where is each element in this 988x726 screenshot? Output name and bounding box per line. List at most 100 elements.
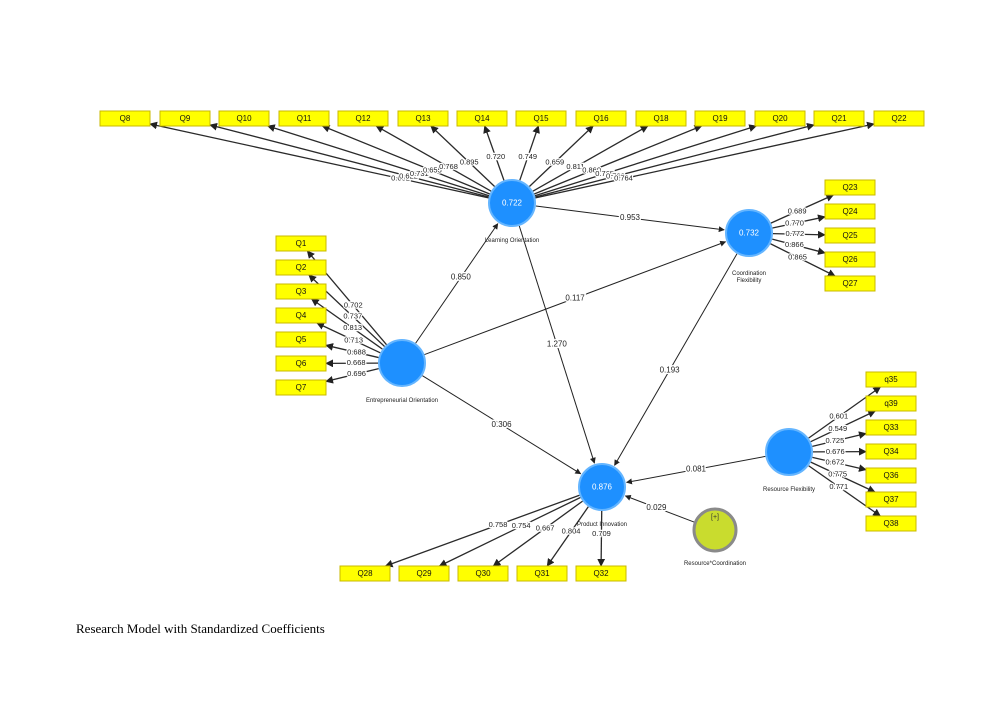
latent-name: Resource*Coordination bbox=[684, 561, 746, 567]
r-squared-value: 0.732 bbox=[739, 229, 760, 238]
indicator-label: Q16 bbox=[593, 114, 609, 123]
figure-caption: Research Model with Standardized Coeffic… bbox=[76, 621, 325, 636]
indicator-q38: Q38 bbox=[865, 515, 917, 532]
indicator-label: Q11 bbox=[297, 114, 312, 123]
indicator-label: Q15 bbox=[533, 114, 549, 123]
loading-arrow-q31 bbox=[546, 506, 589, 567]
indicator-q31: Q31 bbox=[516, 565, 568, 582]
indicator-q25: Q25 bbox=[824, 227, 876, 244]
loading-arrow-q20 bbox=[534, 124, 757, 197]
path-coefficient: 0.117 bbox=[565, 293, 585, 302]
path-entrepreneurial_orientation-to-learning_orientation bbox=[415, 223, 499, 344]
loading-arrow-q3 bbox=[310, 298, 383, 350]
loading-arrow-q23 bbox=[770, 194, 835, 224]
loading-arrow-q21 bbox=[535, 122, 815, 198]
indicator-q6: Q6 bbox=[275, 355, 327, 372]
path-coefficient: 0.850 bbox=[451, 273, 472, 282]
loading-value: 0.668 bbox=[347, 358, 366, 367]
indicator-box bbox=[159, 110, 211, 127]
indicator-box bbox=[813, 110, 865, 127]
loading-value: 0.813 bbox=[343, 323, 362, 332]
path-coefficient: 1.270 bbox=[547, 340, 568, 349]
indicator-label: Q27 bbox=[842, 279, 858, 288]
indicator-label: Q33 bbox=[883, 423, 899, 432]
loading-arrow-q11 bbox=[321, 125, 491, 195]
loading-arrow-q29 bbox=[438, 496, 581, 567]
loading-value: 0.737 bbox=[343, 311, 362, 320]
indicator-q30: Q30 bbox=[457, 565, 509, 582]
loading-value: 0.770 bbox=[785, 218, 804, 227]
indicator-box bbox=[865, 419, 917, 436]
loading-arrow-q15 bbox=[519, 125, 540, 181]
path-resource_coordination-to-product_innovation bbox=[624, 495, 695, 523]
indicator-box bbox=[694, 110, 746, 127]
loading-arrow-q36 bbox=[812, 456, 867, 472]
loading-value: 0.709 bbox=[592, 529, 611, 538]
indicator-box bbox=[824, 203, 876, 220]
indicator-label: q39 bbox=[884, 399, 898, 408]
loading-value: 0.749 bbox=[518, 152, 537, 161]
indicator-box bbox=[865, 395, 917, 412]
indicator-box bbox=[456, 110, 508, 127]
moderator-circle bbox=[692, 507, 738, 553]
loading-value: 0.655 bbox=[423, 166, 442, 175]
indicator-box bbox=[865, 515, 917, 532]
loading-arrow-q13 bbox=[430, 125, 496, 187]
latent-name: Product Innovation bbox=[577, 522, 627, 528]
loading-value: 0.622 bbox=[399, 171, 418, 180]
loading-value: 0.764 bbox=[614, 174, 633, 183]
indicator-label: Q34 bbox=[883, 447, 899, 456]
loading-value: 0.775 bbox=[828, 470, 847, 479]
indicator-q18: Q18 bbox=[635, 110, 687, 127]
indicator-label: Q30 bbox=[475, 569, 491, 578]
indicator-q27: Q27 bbox=[824, 275, 876, 292]
indicator-label: Q26 bbox=[842, 255, 858, 264]
indicator-box bbox=[275, 259, 327, 276]
indicator-label: q35 bbox=[884, 375, 898, 384]
latent-entrepreneurial-orientation: Entrepreneurial Orientation bbox=[366, 339, 438, 404]
loading-value: 0.771 bbox=[829, 482, 848, 491]
indicator-box bbox=[275, 307, 327, 324]
loading-arrow-q18 bbox=[532, 125, 649, 192]
indicator-label: Q22 bbox=[891, 114, 907, 123]
loading-value: 0.696 bbox=[347, 369, 366, 378]
latent-name: Resource Flexibility bbox=[763, 487, 815, 493]
indicator-label: Q7 bbox=[296, 383, 307, 392]
indicator-q2: Q2 bbox=[275, 259, 327, 276]
indicator-label: Q21 bbox=[831, 114, 847, 123]
indicator-label: Q32 bbox=[593, 569, 609, 578]
loading-arrow-q8 bbox=[149, 121, 489, 199]
indicator-label: Q37 bbox=[883, 495, 899, 504]
indicator-label: Q25 bbox=[842, 231, 858, 240]
loading-value: 0.689 bbox=[788, 206, 807, 215]
indicator-q14: Q14 bbox=[456, 110, 508, 127]
indicator-q4: Q4 bbox=[275, 307, 327, 324]
indicator-box bbox=[575, 565, 627, 582]
loading-arrow-q32 bbox=[597, 510, 606, 567]
loading-value: 0.549 bbox=[828, 424, 847, 433]
latent-resource-flexibility: Resource Flexibility bbox=[763, 428, 815, 493]
indicator-q29: Q29 bbox=[398, 565, 450, 582]
latent-resource-coordination: [+]Resource*Coordination bbox=[684, 507, 746, 567]
loading-value: 0.702 bbox=[344, 300, 363, 309]
loading-value: 0.731 bbox=[410, 169, 429, 178]
indicator-q34: Q34 bbox=[865, 443, 917, 460]
path-entrepreneurial_orientation-to-coordination_flexibility bbox=[424, 240, 727, 356]
indicator-q8: Q8 bbox=[99, 110, 151, 127]
loading-value: 0.688 bbox=[347, 347, 366, 356]
path-learning_orientation-to-product_innovation bbox=[518, 225, 596, 464]
loading-value: 0.765 bbox=[595, 169, 614, 178]
loading-arrow-q12 bbox=[375, 125, 492, 192]
path-coefficient: 0.081 bbox=[686, 465, 707, 474]
indicator-box bbox=[824, 275, 876, 292]
indicator-label: Q9 bbox=[180, 114, 191, 123]
r-squared-value: 0.876 bbox=[592, 483, 613, 492]
indicator-label: Q18 bbox=[653, 114, 669, 123]
indicator-q39: q39 bbox=[865, 395, 917, 412]
indicator-box bbox=[278, 110, 330, 127]
indicator-box bbox=[754, 110, 806, 127]
indicator-label: Q3 bbox=[296, 287, 307, 296]
loading-value: 0.768 bbox=[439, 162, 458, 171]
